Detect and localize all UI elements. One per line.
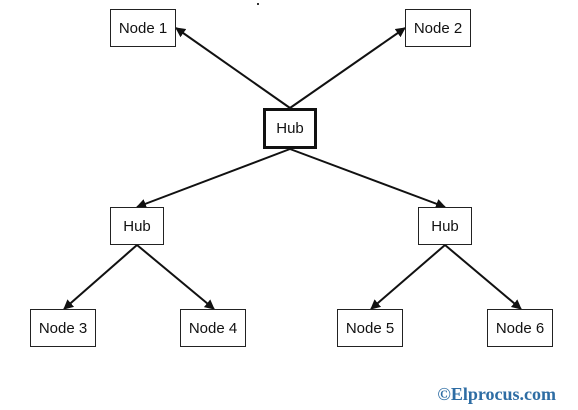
elprocus-watermark: ©Elprocus.com — [437, 384, 556, 404]
root-hub-label: Hub — [276, 120, 304, 137]
node-6-box: Node 6 — [487, 309, 553, 347]
node-6-label: Node 6 — [495, 319, 545, 337]
node-5-label: Node 5 — [345, 319, 395, 337]
edge-hub_left-to-node4 — [136, 244, 215, 310]
left-hub-box: Hub — [110, 207, 164, 245]
node-2-label: Node 2 — [413, 19, 463, 37]
edge-hub_root-to-hub_right — [289, 148, 446, 209]
node-2-box: Node 2 — [405, 9, 471, 47]
node-3-label: Node 3 — [38, 319, 88, 337]
edge-hub_root-to-hub_left — [136, 148, 291, 209]
edge-hub_root-to-node1 — [175, 27, 291, 109]
node-4-box: Node 4 — [180, 309, 246, 347]
node-5-box: Node 5 — [337, 309, 403, 347]
node-1-label: Node 1 — [118, 19, 168, 37]
edge-hub_right-to-node5 — [370, 244, 446, 310]
node-3-box: Node 3 — [30, 309, 96, 347]
right-hub-label: Hub — [431, 217, 459, 235]
edge-hub_right-to-node6 — [444, 244, 522, 310]
edge-hub_left-to-node3 — [63, 244, 138, 310]
node-1-box: Node 1 — [110, 9, 176, 47]
node-4-label: Node 4 — [188, 319, 238, 337]
left-hub-label: Hub — [123, 217, 151, 235]
stray-dot — [257, 3, 259, 5]
right-hub-box: Hub — [418, 207, 472, 245]
edge-hub_root-to-node2 — [289, 27, 406, 109]
root-hub-box: Hub — [263, 108, 317, 149]
